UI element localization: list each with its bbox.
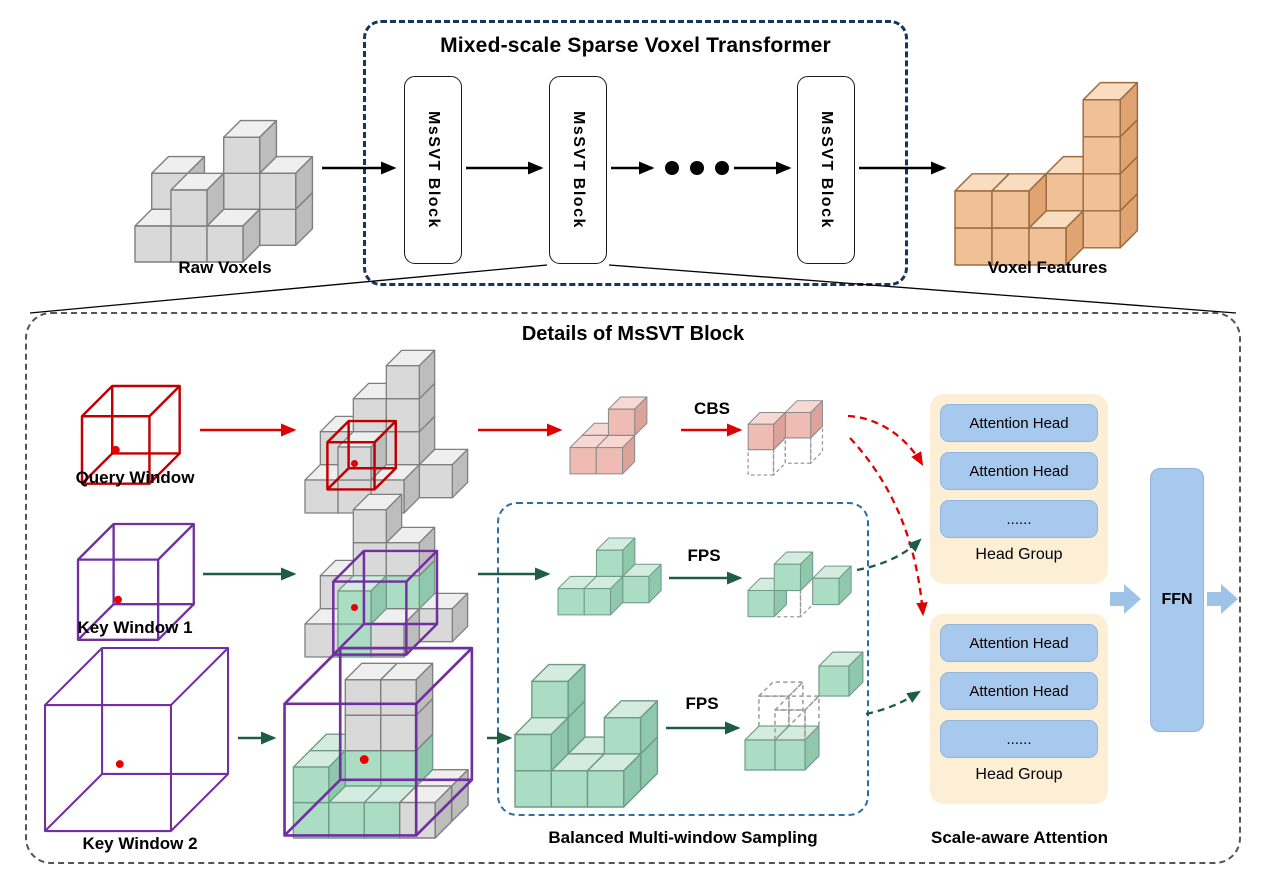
key2-cluster-wireframe — [283, 646, 474, 837]
query-window-voxel-cluster — [304, 349, 469, 514]
key-window1-cube — [76, 522, 195, 641]
key-window2-label: Key Window 2 — [82, 834, 198, 853]
fps2-label: FPS — [685, 694, 719, 713]
query-cluster-wireframe — [326, 419, 397, 491]
attention-head-pill: Attention Head — [940, 404, 1098, 442]
query-gathered-voxels — [569, 396, 648, 475]
query-window-wireframe — [80, 384, 181, 485]
attention-head-ellipsis-pill: ...... — [940, 720, 1098, 758]
key-window2-wireframe — [43, 646, 230, 833]
raw-voxels-cluster — [134, 119, 314, 263]
query-window-cube — [80, 384, 181, 485]
msvt-block-2: MsSVT Block — [549, 76, 607, 264]
voxel-features-cluster — [954, 81, 1139, 266]
key2-voxel-cluster — [283, 646, 474, 839]
attention-head-pill: Attention Head — [940, 672, 1098, 710]
key1-center-dot — [114, 595, 122, 604]
attention-head-ellipsis-pill: ...... — [940, 500, 1098, 538]
key-window1-label: Key Window 1 — [77, 618, 193, 637]
msvt-block-1-label: MsSVT Block — [425, 111, 442, 229]
transformer-title: Mixed-scale Sparse Voxel Transformer — [440, 34, 831, 57]
head-group-1: Attention Head Attention Head ...... Hea… — [930, 394, 1108, 584]
details-title: Details of MsSVT Block — [521, 323, 745, 345]
msvt-block-1: MsSVT Block — [404, 76, 462, 264]
query-sampled-voxels — [747, 400, 824, 476]
raw-voxels-label: Raw Voxels — [178, 258, 272, 277]
attention-head-pill: Attention Head — [940, 452, 1098, 490]
msvt-block-3-label: MsSVT Block — [818, 111, 835, 229]
balanced-sampling-box — [497, 502, 869, 816]
head-group-2-label: Head Group — [975, 766, 1063, 783]
key1-cluster-wireframe — [332, 549, 439, 656]
key2-cluster-dot — [359, 755, 369, 764]
key2-gathered-voxels — [514, 663, 659, 808]
key1-voxel-cluster — [304, 493, 469, 658]
attention-head-pill: Attention Head — [940, 624, 1098, 662]
key-window1-wireframe — [76, 522, 195, 641]
head-group-1-label: Head Group — [975, 546, 1063, 563]
key-window2-cube — [43, 646, 230, 833]
query-center-dot — [111, 445, 120, 455]
query-window-label: Query Window — [75, 468, 195, 487]
msvt-block-2-label: MsSVT Block — [570, 111, 587, 229]
ffn-box: FFN — [1150, 468, 1204, 732]
fps1-label: FPS — [687, 546, 721, 565]
sampling-box-label: Balanced Multi-window Sampling — [548, 828, 818, 847]
key2-sampled-voxels — [744, 651, 864, 771]
key1-gathered-voxels — [557, 537, 662, 616]
voxel-features-label: Voxel Features — [987, 258, 1108, 277]
head-group-2: Attention Head Attention Head ...... Hea… — [930, 614, 1108, 804]
key2-center-dot — [115, 760, 124, 769]
key1-cluster-dot — [350, 603, 359, 612]
key1-sampled-voxels — [747, 551, 852, 618]
attention-section-label: Scale-aware Attention — [931, 828, 1108, 847]
msvt-block-3: MsSVT Block — [797, 76, 855, 264]
cbs-label: CBS — [694, 399, 730, 418]
query-cluster-dot — [350, 459, 359, 468]
